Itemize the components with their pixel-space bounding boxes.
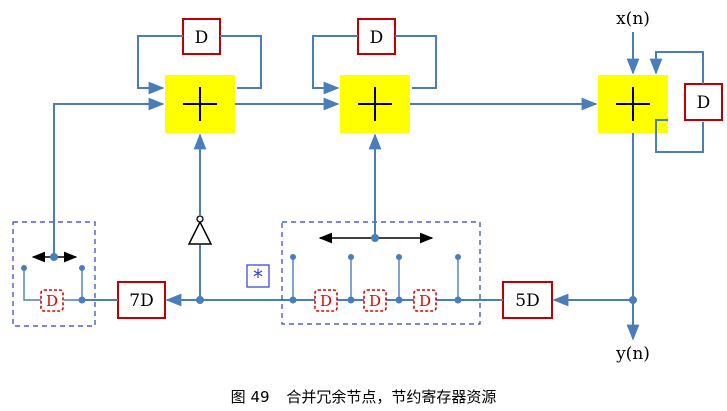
svg-text:D: D — [419, 292, 431, 310]
tap-points — [289, 254, 462, 304]
feedback-loop-3: D — [649, 51, 723, 153]
figure-number: 图 49 — [230, 388, 270, 406]
delay-label: D — [370, 28, 384, 48]
svg-text:D: D — [369, 292, 381, 310]
feedback-loop-2: D — [312, 18, 437, 95]
tap-to-adder1 — [53, 97, 165, 257]
left-taps: D — [21, 265, 86, 312]
negation-triangle — [187, 215, 213, 245]
delay-5d: 5D — [502, 281, 553, 319]
svg-text:5D: 5D — [515, 291, 539, 311]
svg-text:D: D — [320, 292, 332, 310]
delay-7d: 7D — [117, 281, 166, 319]
svg-text:D: D — [46, 292, 58, 310]
svg-text:7D: 7D — [129, 291, 153, 311]
input-label: x(n) — [616, 9, 650, 29]
tap-delays: D D D — [314, 289, 437, 312]
delay-label: D — [195, 28, 209, 48]
adder-3 — [598, 75, 668, 133]
feedback-loop-1: D — [137, 18, 262, 95]
adder-2 — [340, 75, 410, 133]
figure-caption: 图 49 合并冗余节点，节约寄存器资源 — [0, 386, 727, 407]
merged-taps-group — [281, 221, 481, 325]
output-label: y(n) — [615, 344, 650, 364]
svg-text:*: * — [253, 265, 263, 289]
filter-diagram: D D D x(n) y(n) 5D 7D D D — [12, 9, 723, 364]
star-marker: * — [246, 264, 270, 289]
adder-1 — [165, 75, 235, 133]
figure-title: 合并冗余节点，节约寄存器资源 — [286, 388, 497, 406]
delay-label: D — [697, 93, 711, 113]
